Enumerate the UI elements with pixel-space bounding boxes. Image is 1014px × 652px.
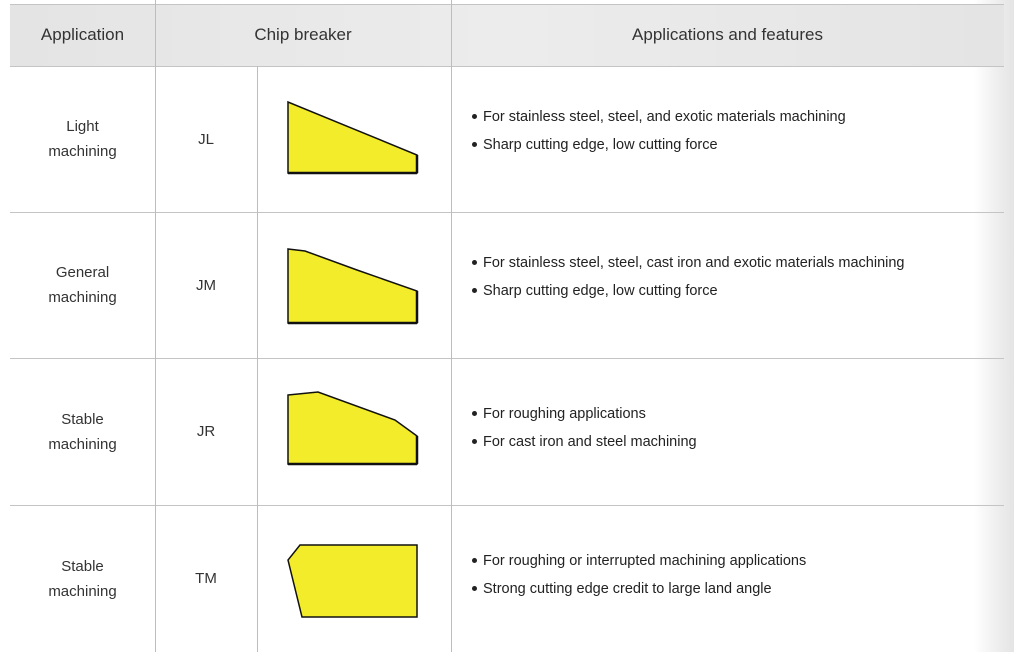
row-divider	[10, 505, 1004, 506]
feature-text: For roughing applications	[483, 406, 646, 422]
features-list: For roughing or interrupted machining ap…	[472, 547, 1012, 603]
row-divider	[10, 4, 1004, 5]
list-item: For roughing or interrupted machining ap…	[472, 547, 1012, 575]
features-list: For stainless steel, steel, and exotic m…	[472, 103, 1012, 159]
application-label: Light	[66, 118, 99, 135]
chip-breaker-code: JL	[198, 130, 214, 148]
feature-text: Sharp cutting edge, low cutting force	[483, 137, 718, 153]
header-application: Application	[40, 25, 125, 44]
row-divider	[10, 66, 1004, 67]
table-row-application: Stable machining	[10, 505, 155, 652]
chip-breaker-profile-jm-icon	[287, 248, 419, 325]
application-label: machining	[48, 143, 117, 160]
table-row-application: General machining	[10, 212, 155, 358]
feature-text: Sharp cutting edge, low cutting force	[483, 283, 718, 299]
list-item: For stainless steel, steel, and exotic m…	[472, 103, 1012, 131]
application-label: machining	[48, 289, 117, 306]
chip-breaker-code: JR	[196, 423, 216, 440]
chip-breaker-table: Application Chip breaker Applications an…	[10, 0, 1004, 652]
feature-text: For cast iron and steel machining	[483, 434, 697, 450]
list-item: For stainless steel, steel, cast iron an…	[472, 249, 1012, 277]
bullet-icon	[472, 438, 477, 444]
application-label: Stable	[61, 410, 104, 428]
list-item: For cast iron and steel machining	[472, 428, 1012, 456]
chip-breaker-code: TM	[195, 570, 217, 587]
bullet-icon	[472, 410, 477, 416]
chip-breaker-profile-jr-icon	[287, 391, 419, 466]
chip-breaker-profile-tm-icon	[287, 544, 418, 618]
feature-text: For roughing or interrupted machining ap…	[483, 553, 807, 569]
table-row-application: Light machining	[10, 66, 155, 212]
column-divider	[155, 0, 156, 652]
list-item: Sharp cutting edge, low cutting force	[472, 131, 1012, 159]
chip-breaker-code: JM	[196, 276, 216, 294]
table-row-application: Stable machining	[10, 358, 155, 505]
row-divider	[10, 358, 1004, 359]
row-divider	[10, 212, 1004, 213]
application-label: machining	[48, 435, 117, 453]
column-divider	[451, 0, 452, 652]
features-list: For roughing applications For cast iron …	[472, 400, 1012, 456]
bullet-icon	[472, 585, 477, 591]
bullet-icon	[472, 259, 477, 265]
bullet-icon	[472, 557, 477, 563]
application-label: machining	[48, 582, 117, 600]
bullet-icon	[472, 113, 477, 119]
table-header	[10, 4, 1004, 66]
bullet-icon	[472, 287, 477, 293]
feature-text: For stainless steel, steel, cast iron an…	[483, 255, 905, 271]
feature-text: Strong cutting edge credit to large land…	[483, 581, 772, 597]
application-label: Stable	[61, 557, 104, 575]
feature-text: For stainless steel, steel, and exotic m…	[483, 109, 846, 125]
page-edge-shade	[974, 0, 1014, 652]
header-applications-features: Applications and features	[632, 25, 823, 44]
list-item: Sharp cutting edge, low cutting force	[472, 277, 1012, 305]
chip-breaker-profile-jl-icon	[287, 100, 419, 175]
column-divider	[257, 66, 258, 652]
header-chip-breaker: Chip breaker	[254, 25, 352, 44]
features-list: For stainless steel, steel, cast iron an…	[472, 249, 1012, 305]
list-item: Strong cutting edge credit to large land…	[472, 575, 1012, 603]
bullet-icon	[472, 141, 477, 147]
list-item: For roughing applications	[472, 400, 1012, 428]
application-label: General	[55, 264, 110, 281]
